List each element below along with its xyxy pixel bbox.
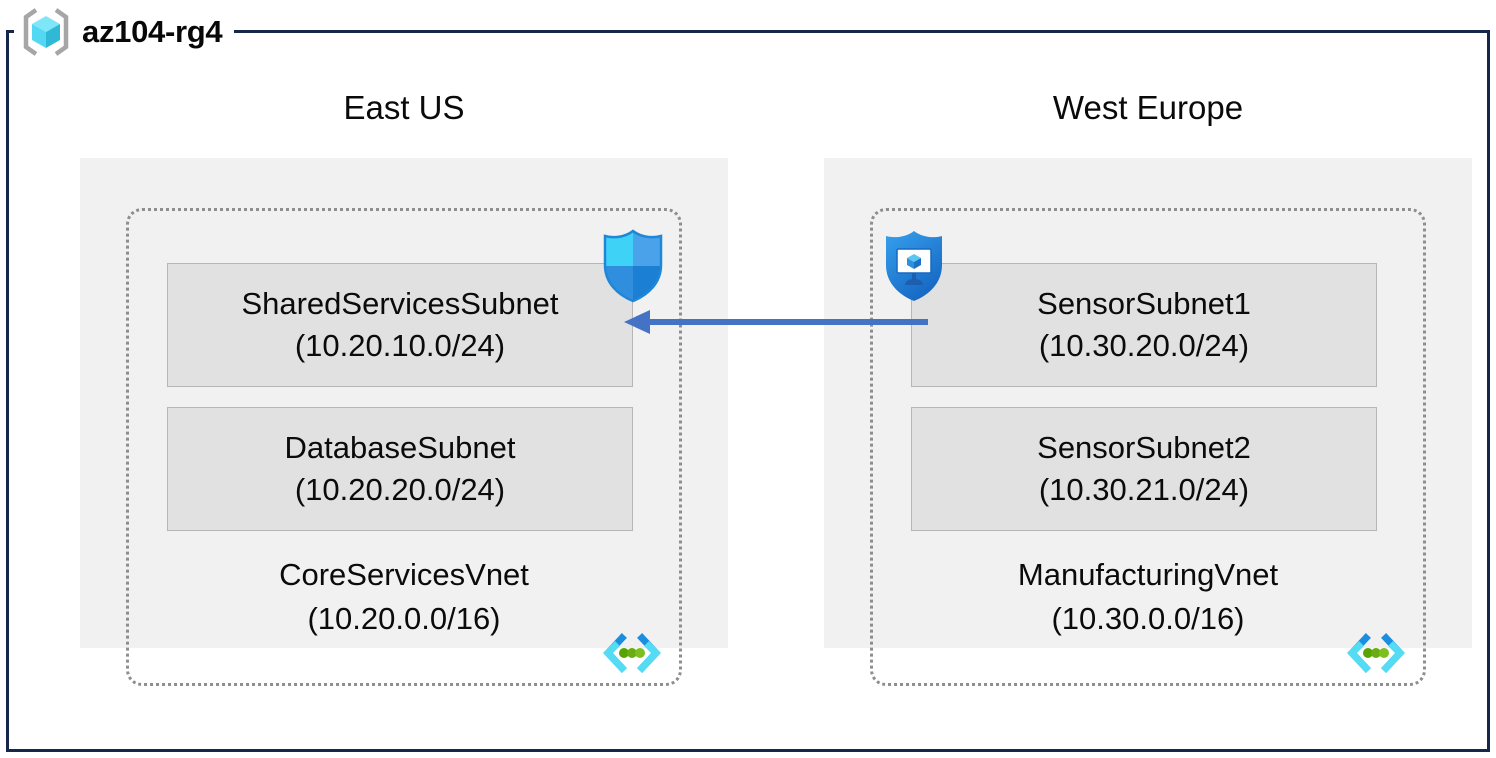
subnet-name: DatabaseSubnet bbox=[284, 430, 516, 465]
vnet-name: ManufacturingVnet bbox=[1017, 557, 1279, 592]
subnet-name: SharedServicesSubnet bbox=[241, 286, 559, 321]
subnet-cidr: (10.20.10.0/24) bbox=[294, 328, 506, 363]
region-container: SensorSubnet1 (10.30.20.0/24) bbox=[824, 158, 1472, 686]
virtual-network-icon[interactable] bbox=[601, 633, 663, 677]
subnet-name: SensorSubnet1 bbox=[1037, 286, 1251, 321]
subnet-databasesubnet[interactable]: DatabaseSubnet (10.20.20.0/24) bbox=[167, 407, 633, 531]
vnet-caption: ManufacturingVnet (10.30.0.0/16) bbox=[873, 553, 1423, 641]
subnet-sharedservicessubnet[interactable]: SharedServicesSubnet (10.20.10.0/24) bbox=[167, 263, 633, 387]
resource-group-frame bbox=[6, 30, 1490, 752]
resource-group-legend: az104-rg4 bbox=[14, 7, 235, 57]
vnet-cidr: (10.20.0.0/16) bbox=[307, 601, 501, 636]
region-label: East US bbox=[343, 89, 465, 126]
subnet-sensorsubnet2[interactable]: SensorSubnet2 (10.30.21.0/24) bbox=[911, 407, 1377, 531]
resource-group-cube-icon bbox=[20, 7, 72, 57]
vnet-name: CoreServicesVnet bbox=[279, 557, 529, 592]
resource-group-name: az104-rg4 bbox=[82, 14, 223, 49]
subnet-sensorsubnet1[interactable]: SensorSubnet1 (10.30.20.0/24) bbox=[911, 263, 1377, 387]
application-security-group-shield-monitor-icon[interactable] bbox=[883, 229, 945, 303]
network-security-group-shield-icon[interactable] bbox=[602, 229, 664, 303]
virtual-network-icon[interactable] bbox=[1345, 633, 1407, 677]
subnet-cidr: (10.30.20.0/24) bbox=[1038, 328, 1250, 363]
subnet-name: SensorSubnet2 bbox=[1037, 430, 1251, 465]
vnet-coreservicesvnet[interactable]: SharedServicesSubnet (10.20.10.0/24) bbox=[126, 208, 682, 686]
subnet-cidr: (10.20.20.0/24) bbox=[294, 472, 506, 507]
vnet-manufacturingvnet[interactable]: SensorSubnet1 (10.30.20.0/24) bbox=[870, 208, 1426, 686]
vnet-peering-arrow[interactable] bbox=[620, 302, 928, 342]
region-container: SharedServicesSubnet (10.20.10.0/24) bbox=[80, 158, 728, 686]
vnet-caption: CoreServicesVnet (10.20.0.0/16) bbox=[129, 553, 679, 641]
region-label: West Europe bbox=[1052, 89, 1244, 126]
vnet-cidr: (10.30.0.0/16) bbox=[1051, 601, 1245, 636]
subnet-cidr: (10.30.21.0/24) bbox=[1038, 472, 1250, 507]
